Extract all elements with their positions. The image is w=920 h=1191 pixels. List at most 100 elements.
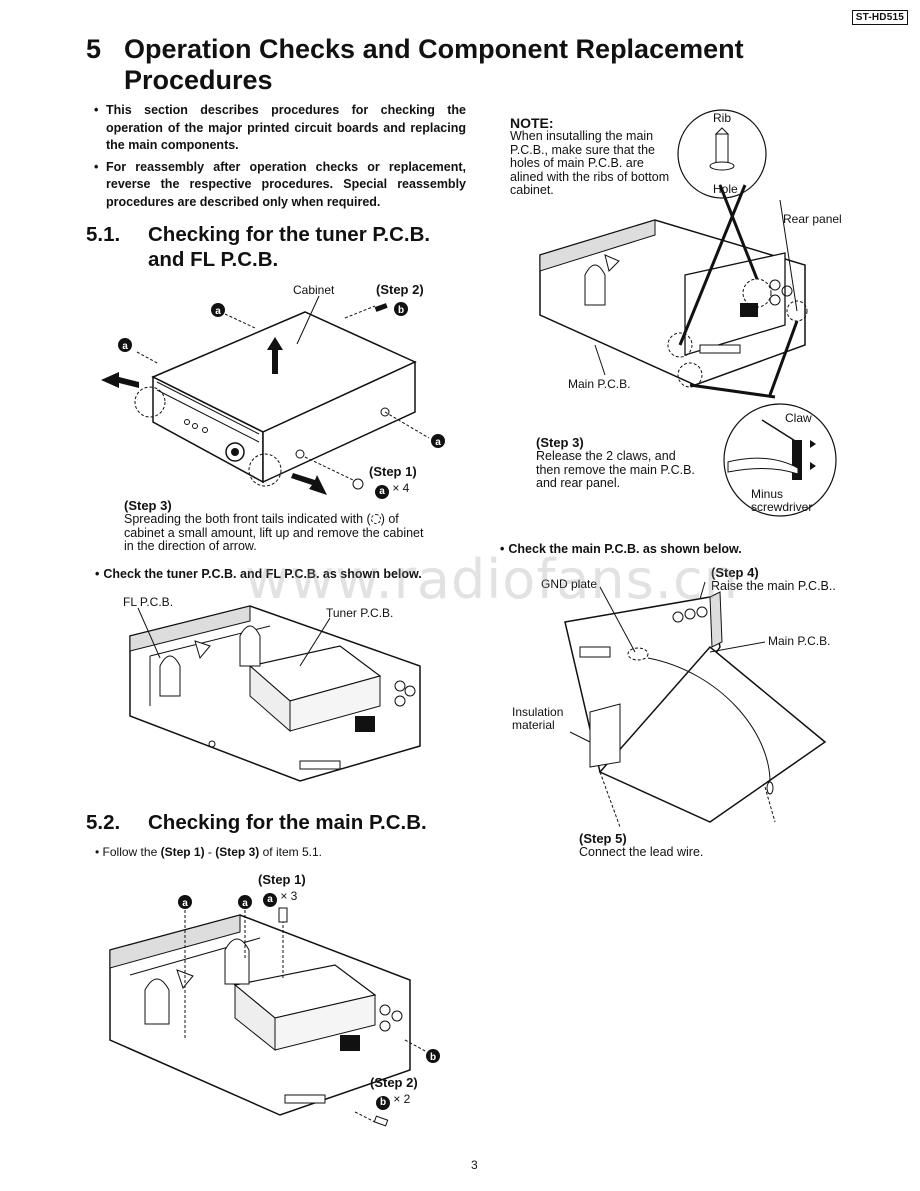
note-line: alined with the ribs of bottom: [510, 169, 670, 184]
step4-instruction: (Step 4) Raise the main P.C.B..: [711, 566, 836, 594]
marker-a-icon: [118, 338, 132, 352]
step2-label: (Step 2): [370, 1075, 418, 1090]
marker-b-icon: [394, 302, 408, 316]
step4-text: Raise the main P.C.B..: [711, 579, 836, 593]
main-pcb-removal-diagram: [539, 184, 808, 399]
rib-hole-detail-diagram: [677, 109, 767, 199]
claw-label: Claw: [785, 411, 812, 425]
check-main-pcb-bullet: •Check the main P.C.B. as shown below.: [500, 542, 742, 556]
step3-line: then remove the main P.C.B.: [536, 462, 695, 477]
marker-label: a: [122, 341, 128, 352]
multiplier-text: × 3: [280, 889, 298, 903]
marker-label: a: [215, 306, 221, 317]
insulation-label-line1: Insulation: [512, 705, 564, 719]
marker-a-icon: [238, 895, 252, 909]
page-number: 3: [471, 1158, 478, 1172]
follow-text: Follow the: [102, 845, 161, 859]
section-title: Checking for the main P.C.B.: [148, 811, 427, 834]
note-line: cabinet.: [510, 183, 554, 197]
step1-label: (Step 1): [258, 872, 306, 887]
marker-label: a: [242, 898, 248, 909]
step3-heading: (Step 3): [536, 435, 584, 450]
insulation-label-line2: material: [512, 718, 555, 732]
intro-item: This section describes procedures for ch…: [94, 102, 466, 155]
section-number: 5.2.: [86, 811, 121, 834]
marker-a-icon: a: [263, 893, 277, 907]
bullet-text: Check the main P.C.B. as shown below.: [508, 542, 742, 556]
section-5-1-heading: 5.1. Checking for the tuner P.C.B. and FL…: [86, 222, 430, 272]
marker-a-icon: a: [375, 485, 389, 499]
gnd-plate-label: GND plate: [541, 577, 598, 591]
raised-main-pcb-diagram: [564, 581, 827, 828]
follow-text: -: [204, 845, 216, 859]
follow-text: of item 5.1.: [259, 845, 322, 859]
note-block: NOTE: When insutalling the main P.C.B., …: [510, 116, 669, 198]
intro-item: For reassembly after operation checks or…: [94, 159, 466, 212]
title-line2: Procedures: [124, 65, 273, 95]
step3-text: ) of: [380, 512, 399, 526]
page-title: 5 Operation Checks and Component Replacem…: [86, 34, 744, 96]
step3-line: and rear panel.: [536, 476, 621, 490]
minus-label-line2: screwdriver: [751, 500, 813, 514]
marker-a-icon: [178, 895, 192, 909]
step5-heading: (Step 5): [579, 831, 627, 846]
step3-text: in the direction of arrow.: [124, 539, 257, 553]
section-title-line1: Checking for the tuner P.C.B.: [148, 223, 431, 246]
note-line: holes of main P.C.B. are: [510, 156, 644, 170]
multiplier-text: × 4: [392, 481, 410, 495]
minus-label-line1: Minus: [751, 487, 784, 501]
marker-b-icon: b: [376, 1096, 390, 1110]
step3-heading: (Step 3): [124, 498, 172, 513]
step3-text: cabinet a small amount, lift up and remo…: [124, 525, 424, 540]
follow-steps-bullet: • Follow the (Step 1) - (Step 3) of item…: [95, 845, 322, 859]
step2-label: (Step 2): [376, 282, 424, 297]
note-line: When insutalling the main: [510, 129, 654, 143]
rib-label: Rib: [713, 111, 732, 125]
tuner-fl-pcb-diagram: [129, 605, 421, 782]
model-number: ST-HD515: [851, 10, 908, 25]
multiplier-text: × 2: [393, 1092, 411, 1106]
marker-label: b: [430, 1052, 436, 1063]
marker-a-icon: [431, 434, 445, 448]
note-line: P.C.B., make sure that the: [510, 142, 655, 157]
title-line1: Operation Checks and Component Replaceme…: [124, 34, 744, 64]
step5-text: Connect the lead wire.: [579, 845, 704, 859]
step4-heading: (Step 4): [711, 565, 759, 580]
step3-text: Spreading the both front tails indicated…: [124, 512, 371, 526]
screw-icon: [352, 303, 388, 490]
marker-a-icon: [211, 303, 225, 317]
marker-label: a: [182, 898, 188, 909]
section-title-line2: and FL P.C.B.: [148, 248, 279, 271]
intro-list: This section describes procedures for ch…: [94, 102, 466, 215]
follow-step1: (Step 1): [160, 845, 205, 859]
step3-release-instruction: (Step 3) Release the 2 claws, and then r…: [536, 436, 695, 491]
step3-line: Release the 2 claws, and: [536, 449, 676, 463]
fl-pcb-label: FL P.C.B.: [123, 595, 174, 609]
multiplier-a3: a × 3: [263, 890, 297, 907]
marker-label: b: [398, 305, 404, 316]
main-pcb-label-2: Main P.C.B.: [768, 634, 831, 648]
screw-icon: [278, 907, 389, 1127]
claw-detail-diagram: [723, 403, 837, 517]
title-number: 5: [86, 34, 102, 64]
section-5-2-heading: 5.2. Checking for the main P.C.B.: [86, 810, 427, 835]
dashed-circle-icon: [370, 514, 381, 524]
marker-b-icon: [426, 1049, 440, 1063]
main-pcb-label: Main P.C.B.: [568, 377, 631, 391]
step3-instruction: (Step 3) Spreading the both front tails …: [124, 499, 464, 554]
multiplier-b2: b × 2: [376, 1093, 410, 1110]
cabinet-label: Cabinet: [293, 283, 335, 297]
note-heading: NOTE:: [510, 115, 554, 131]
main-pcb-screws-diagram: a a b: [109, 895, 440, 1127]
cabinet-removal-diagram: a a a b: [101, 295, 445, 495]
multiplier-a4: a × 4: [375, 482, 409, 499]
bullet-text: Check the tuner P.C.B. and FL P.C.B. as …: [103, 567, 422, 581]
step1-label: (Step 1): [369, 464, 417, 479]
section-number: 5.1.: [86, 223, 121, 246]
marker-label: a: [435, 437, 441, 448]
step5-instruction: (Step 5) Connect the lead wire.: [579, 832, 703, 860]
tuner-pcb-label: Tuner P.C.B.: [326, 606, 394, 620]
rear-panel-label: Rear panel: [783, 212, 842, 226]
follow-step3: (Step 3): [215, 845, 260, 859]
watermark: www.radiofans.cn: [245, 548, 739, 611]
